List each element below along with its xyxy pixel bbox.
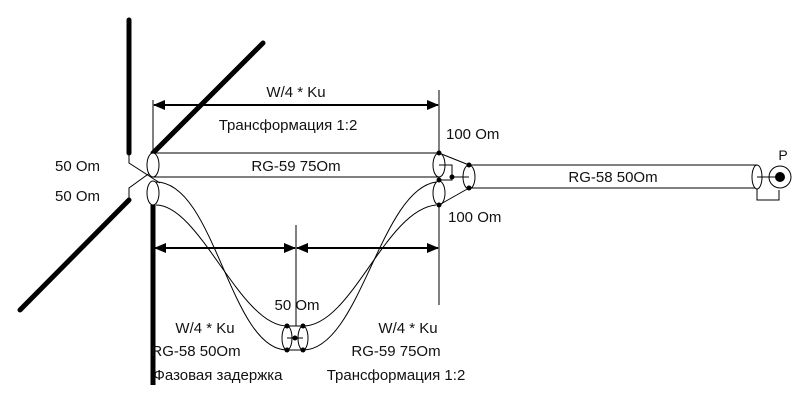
dipole-element-lower-diagonal bbox=[17, 197, 132, 313]
left-loop-purpose-label: Фазовая задержка bbox=[154, 367, 284, 384]
top-dimension bbox=[152, 90, 440, 152]
bottom-dimensions bbox=[154, 205, 440, 326]
feed-wire-cross-2 bbox=[128, 166, 159, 200]
junction-dot bbox=[436, 177, 442, 183]
feed-cable bbox=[469, 164, 792, 201]
left-loop-length-label: W/4 * Ku bbox=[175, 320, 234, 337]
right-loop-cable-label: RG-59 75Om bbox=[351, 343, 440, 360]
taper-top bbox=[438, 152, 470, 166]
left-loop-cable-label: RG-58 50Om bbox=[151, 343, 240, 360]
port-label: P bbox=[778, 147, 787, 163]
main-cable-end-left bbox=[146, 152, 160, 178]
main-cable bbox=[146, 152, 446, 178]
loop-cable-end-left bbox=[146, 180, 160, 206]
junction-dot bbox=[300, 323, 306, 329]
impedance-lower-right: 100 Om bbox=[448, 209, 501, 226]
junction-dot bbox=[292, 335, 298, 341]
junction-dot bbox=[436, 202, 442, 208]
impedance-upper-left: 50 Om bbox=[55, 158, 100, 175]
feed-wire-cross-1 bbox=[128, 153, 161, 184]
junction-dot bbox=[284, 323, 290, 329]
junction-dot bbox=[300, 347, 306, 353]
junction-dot bbox=[284, 347, 290, 353]
port-connector-pin bbox=[775, 172, 785, 182]
impedance-lower-left: 50 Om bbox=[55, 188, 100, 205]
right-loop-purpose-label: Трансформация 1:2 bbox=[327, 367, 466, 384]
junction-dot bbox=[449, 174, 455, 180]
impedance-upper-right: 100 Om bbox=[446, 126, 499, 143]
feed-shield-link bbox=[756, 189, 780, 201]
main-cable-label: RG-59 75Om bbox=[251, 158, 340, 175]
loop-junction-label: 50 Om bbox=[274, 297, 319, 314]
balun-link bbox=[439, 164, 453, 181]
taper-bottom bbox=[438, 187, 470, 206]
dipole-antenna bbox=[17, 17, 266, 385]
loop-cable-end-right bbox=[432, 180, 446, 206]
top-transform-label: Трансформация 1:2 bbox=[219, 117, 358, 134]
junction-dot bbox=[436, 150, 442, 156]
feed-cable-label: RG-58 50Om bbox=[568, 169, 657, 186]
top-length-label: W/4 * Ku bbox=[266, 84, 325, 101]
dipole-element-upper-diagonal bbox=[150, 40, 266, 156]
right-loop-length-label: W/4 * Ku bbox=[378, 320, 437, 337]
